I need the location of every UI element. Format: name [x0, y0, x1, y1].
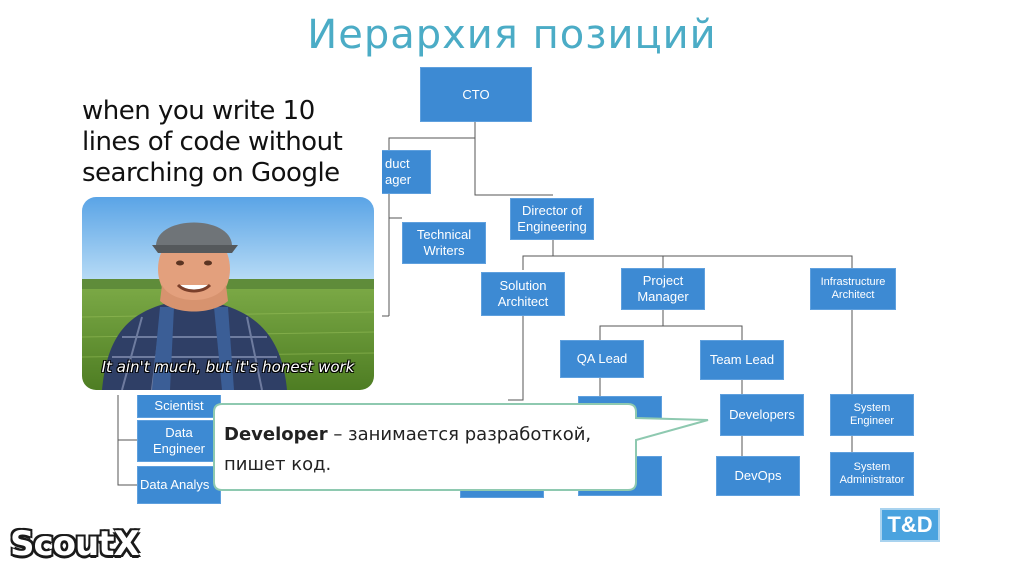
org-label-system-administrator: System Administrator: [839, 461, 905, 486]
org-label-scientist: Scientist: [154, 398, 204, 413]
org-label-project-manager: Project Manager: [637, 273, 689, 304]
org-box-project-manager: Project Manager: [621, 268, 705, 310]
org-label-solution-architect: Solution Architect: [497, 278, 549, 309]
org-box-infrastructure-architect: Infrastructure Architect: [810, 268, 896, 310]
org-label-data-engineer: Data Engineer: [152, 425, 206, 456]
org-box-data-analyst: Data Analys: [137, 466, 221, 504]
org-label-product-manager: duct ager: [385, 156, 412, 187]
org-box-product-manager: duct ager: [376, 150, 431, 194]
org-box-team-lead: Team Lead: [700, 340, 784, 380]
meme-photo: It ain't much, but it's honest work: [82, 197, 374, 390]
scoutx-logo: ScoutX: [10, 524, 140, 564]
org-label-devops: DevOps: [734, 468, 782, 483]
td-logo: T&D: [880, 508, 940, 542]
farmer-photo-illustration: [82, 197, 374, 390]
meme-image: when you write 10 lines of code without …: [72, 90, 382, 395]
org-label-system-engineer: System Engineer: [849, 402, 895, 427]
org-box-devops: DevOps: [716, 456, 800, 496]
org-box-data-engineer: Data Engineer: [137, 420, 221, 462]
org-label-technical-writers: Technical Writers: [416, 227, 472, 258]
meme-subtitle: It ain't much, but it's honest work: [101, 358, 355, 376]
callout-term: Developer: [224, 424, 328, 445]
org-box-solution-architect: Solution Architect: [481, 272, 565, 316]
org-label-director-engineering: Director of Engineering: [517, 203, 587, 234]
org-label-cto: CTO: [462, 86, 490, 102]
org-box-system-administrator: System Administrator: [830, 452, 914, 496]
org-label-team-lead: Team Lead: [709, 352, 775, 367]
org-box-cto: CTO: [420, 67, 532, 122]
org-label-data-analyst: Data Analys: [140, 477, 210, 492]
callout-description: – занимается разработкой, пишет код.: [224, 424, 592, 475]
org-box-system-engineer: System Engineer: [830, 394, 914, 436]
org-label-developers: Developers: [729, 407, 795, 422]
org-box-developers: Developers: [720, 394, 804, 436]
slide-title: Иерархия позиций: [307, 12, 717, 58]
org-box-qa-lead: QA Lead: [560, 340, 644, 378]
org-box-director-engineering: Director of Engineering: [510, 198, 594, 240]
org-box-technical-writers: Technical Writers: [402, 222, 486, 264]
callout-text: Developer – занимается разработкой, пише…: [224, 420, 624, 480]
meme-caption: when you write 10 lines of code without …: [82, 96, 343, 188]
org-label-qa-lead: QA Lead: [576, 351, 628, 366]
org-label-infrastructure-architect: Infrastructure Architect: [820, 276, 886, 301]
